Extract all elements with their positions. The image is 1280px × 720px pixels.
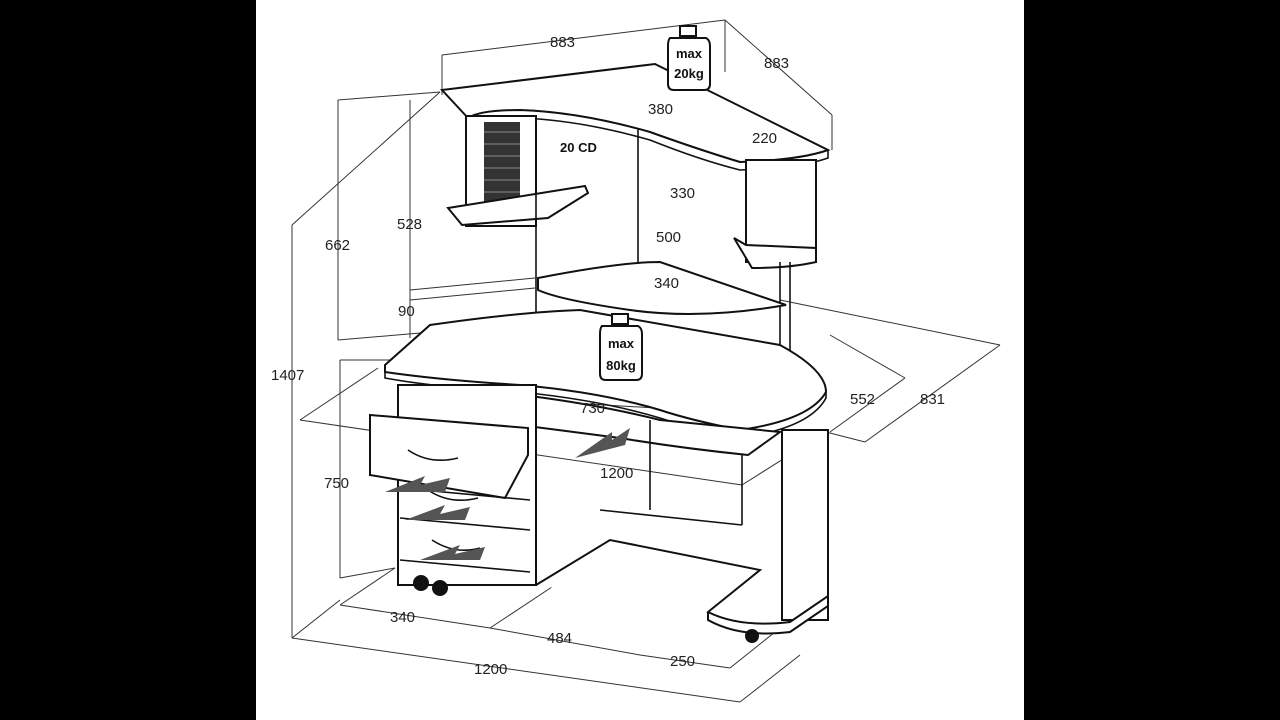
dim-484: 484 — [547, 630, 572, 647]
dim-250: 250 — [670, 653, 695, 670]
dim-220: 220 — [752, 130, 777, 147]
dim-552: 552 — [850, 391, 875, 408]
dim-528: 528 — [397, 216, 422, 233]
weight-desk-icon: max 80kg — [599, 313, 643, 381]
pull-arrows — [385, 428, 630, 560]
dim-750: 750 — [324, 475, 349, 492]
weight-top-icon: max 20kg — [667, 25, 711, 91]
dim-1200-inner: 1200 — [600, 465, 633, 482]
desk-body — [369, 62, 831, 643]
dim-883-right: 883 — [764, 55, 789, 72]
dim-380: 380 — [648, 101, 673, 118]
drawer-open — [369, 413, 529, 500]
dim-730: 730 — [580, 400, 605, 417]
dim-90: 90 — [398, 303, 415, 320]
dimension-labels: 883 883 380 220 20 CD 330 500 340 528 66… — [271, 34, 945, 678]
cd-label: 20 CD — [560, 140, 597, 155]
dim-662: 662 — [325, 237, 350, 254]
dim-883-left: 883 — [550, 34, 575, 51]
weight-top-line2: 20kg — [674, 66, 704, 81]
dim-1407: 1407 — [271, 367, 304, 384]
dim-500: 500 — [656, 229, 681, 246]
dim-340-pedestal: 340 — [390, 609, 415, 626]
dim-1200-total: 1200 — [474, 661, 507, 678]
dim-330: 330 — [670, 185, 695, 202]
weight-top-line1: max — [676, 46, 703, 61]
dim-831: 831 — [920, 391, 945, 408]
dim-340-shelf: 340 — [654, 275, 679, 292]
weight-desk-line2: 80kg — [606, 358, 636, 373]
weight-desk-line1: max — [608, 336, 635, 351]
